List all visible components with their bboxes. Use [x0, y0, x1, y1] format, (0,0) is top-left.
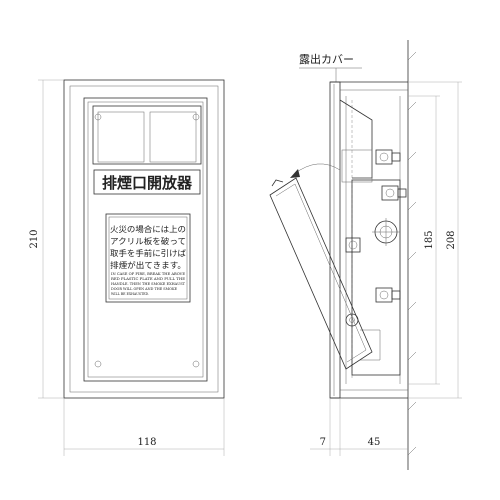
arrow-head-icon — [290, 169, 300, 178]
instruction-line-en: HANDLE. THEN THE SMOKE EXHAUST — [111, 282, 186, 286]
cover-label: 露出カバー — [299, 52, 354, 66]
instruction-line-en: IN CASE OF FIRE, BREAK THE ABOVE — [111, 272, 185, 276]
bolt-icon — [375, 149, 401, 165]
outer-height-dimension: 208 — [408, 81, 462, 399]
outer-height-value: 208 — [446, 230, 457, 249]
instruction-text-en: IN CASE OF FIRE, BREAK THE ABOVE RED PLA… — [111, 272, 186, 296]
exposed-cover — [329, 81, 341, 399]
inner-height-dimension: 185 — [408, 95, 440, 385]
window-pane-right — [149, 111, 197, 163]
title-label: 排煙口開放器 — [102, 174, 193, 192]
instruction-line-jp: 取手を手前に引けば — [110, 248, 186, 258]
window-frame — [92, 105, 202, 165]
cover-depth-value: 7 — [320, 437, 326, 448]
upper-bracket — [339, 99, 373, 179]
inner-height-value: 185 — [424, 230, 435, 249]
bolt-icon — [381, 185, 407, 201]
title-label-box — [93, 169, 201, 195]
front-frame-inner-edge — [69, 85, 219, 393]
handle-plate-open — [269, 177, 373, 370]
body-depth-value: 45 — [368, 437, 381, 448]
screw-icon — [94, 113, 200, 368]
instruction-plate — [105, 213, 191, 303]
depth-dimensions: 7 45 — [310, 398, 408, 456]
bolt-icon — [375, 287, 401, 303]
instruction-line-jp: 火災の場合には上の — [110, 224, 186, 234]
instruction-line-en: DOOR WILL OPEN AND THE SMOKE — [111, 287, 177, 291]
mechanism-box — [351, 179, 401, 376]
instruction-plate-inner — [108, 216, 188, 300]
front-height-dimension: 210 — [29, 79, 64, 399]
front-view: 排煙口開放器 火災の場合には上の アクリル板を破って 取手を手前に引けば 排煙が… — [29, 79, 225, 456]
gear-icon — [372, 218, 400, 246]
instruction-line-jp: アクリル板を破って — [110, 236, 186, 246]
bolt-icon — [345, 237, 361, 253]
instruction-line-en: RED PLASTIC PLATE AND PULL THE — [111, 277, 185, 281]
window-pane-left — [97, 111, 145, 163]
instruction-line-jp: 排煙が出てきます。 — [110, 260, 186, 270]
front-panel-inner — [87, 101, 204, 378]
opening-arrow — [293, 163, 341, 175]
front-height-value: 210 — [29, 229, 40, 248]
side-view: 露出カバー — [269, 40, 462, 470]
instruction-line-en: WILL BE EXHAUSTED. — [111, 292, 149, 296]
front-outer-frame — [63, 79, 225, 399]
wall-hatching — [407, 51, 417, 456]
instruction-text-jp: 火災の場合には上の アクリル板を破って 取手を手前に引けば 排煙が出てきます。 — [110, 224, 186, 270]
front-width-value: 118 — [137, 437, 156, 448]
front-width-dimension: 118 — [63, 398, 225, 456]
front-panel — [83, 97, 208, 382]
